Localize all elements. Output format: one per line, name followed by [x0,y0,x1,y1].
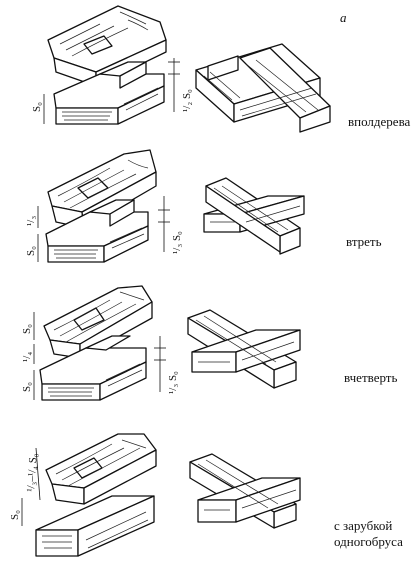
row1-dim-s0: S₀ [31,94,45,124]
panel-letter: а [340,10,347,25]
row3-label: вчетверть [344,370,397,385]
row3-dim-s0-bottom-label: S₀ [21,382,33,392]
row2-joint-assembled [203,177,305,255]
row3-dim-quarter: ¹/₄ [21,344,35,364]
row1-joint-exploded: S₀ ¹/₂ S₀ [31,5,193,125]
row4-label-line2: одногобруса [334,534,403,549]
row3-dim-s0-top: S₀ [21,312,35,340]
row2-dim-s0-label: S₀ [25,246,37,256]
row3-lower-beam [39,335,147,401]
row2-label: втреть [346,234,382,249]
row4-lower-beam [35,495,155,557]
row2-dim-third-label: ¹/₃ [25,216,37,226]
row3-dim-s0-bottom: S₀ [21,370,35,400]
row4-dim-s0-label: S₀ [9,510,21,520]
row1-dim-half: ¹/₂ S₀ [168,58,193,112]
row1-lower-beam [53,61,165,125]
row1-joint-assembled [195,43,331,133]
row3-dim-s0-top-label: S₀ [21,324,33,334]
row4-dim-fraction: ¹/₃–¹/₄ S₀ [25,447,41,501]
row4-dim-fraction-label: ¹/₃–¹/₄ S₀ [25,453,40,492]
row3-dim-third-s0-label: ¹/₃ S₀ [167,371,179,394]
row2-dim-third-s0-label: ¹/₃ S₀ [171,231,183,254]
row3-dim-quarter-label: ¹/₄ [21,352,33,362]
row2-dim-third-s0: ¹/₃ S₀ [158,196,183,254]
row4-joint-exploded: S₀ ¹/₃–¹/₄ S₀ [9,433,157,557]
row1-dim-half-label: ¹/₂ S₀ [181,89,193,112]
row3-joint-assembled [187,309,301,389]
row3-joint-exploded: S₀ ¹/₄ S₀ ¹/₃ S₀ [21,285,179,401]
row1-dim-s0-label: S₀ [31,102,43,112]
row1-label: вполдерева [348,114,411,129]
row2-joint-exploded: S₀ ¹/₃ ¹/₃ S₀ [25,149,183,263]
row4-joint-assembled [189,453,301,529]
row2-lower-beam [45,199,149,263]
row3-dim-third-s0: ¹/₃ S₀ [154,336,179,394]
row2-dim-s0: S₀ [25,234,39,262]
row4-label-line1: с зарубкой [334,518,392,533]
row4-upper-beam [45,433,157,505]
row2-dim-third-upper: ¹/₃ [25,206,39,228]
row4-dim-s0: S₀ [9,498,23,526]
